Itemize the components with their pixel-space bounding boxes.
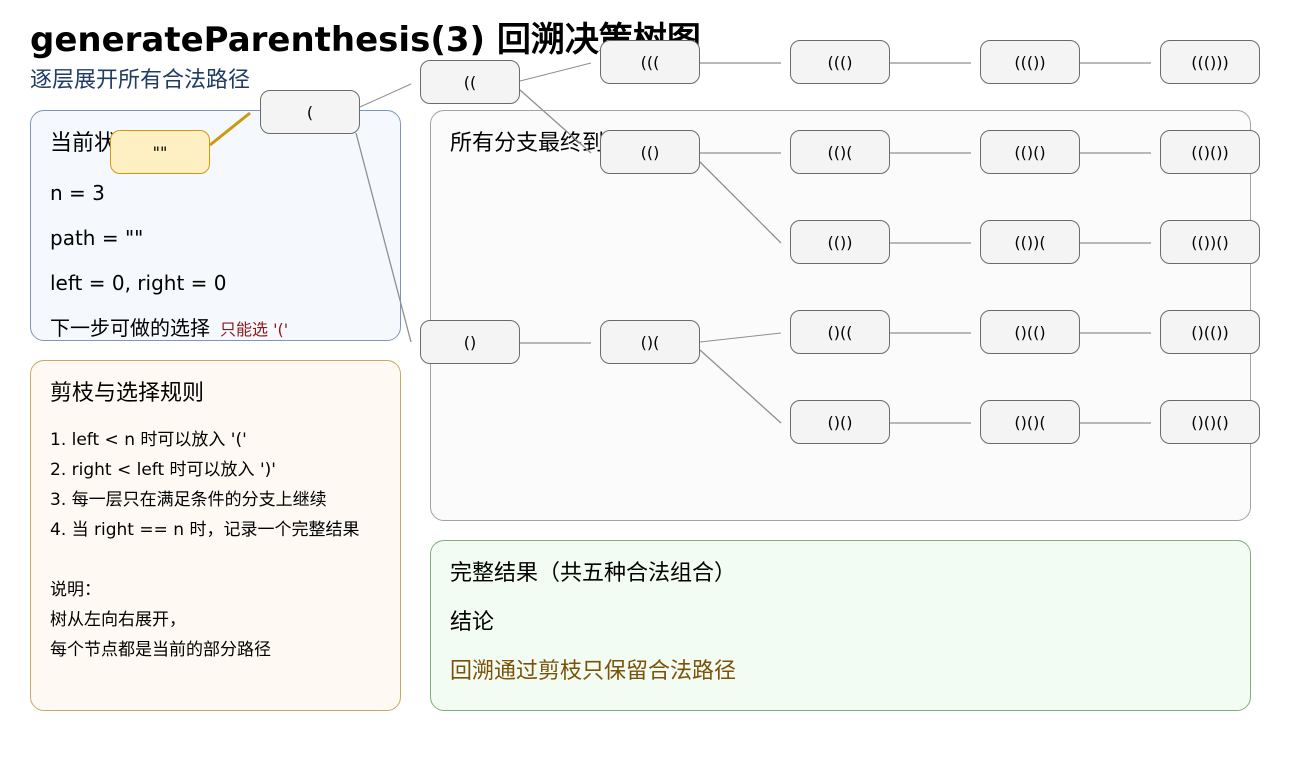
tree-node: (()( (790, 130, 890, 174)
state-choice-label: 下一步可做的选择 (50, 316, 210, 340)
result-panel (430, 540, 1251, 711)
rule-item: 1. left < n 时可以放入 '(' (50, 430, 247, 450)
tree-edge (699, 161, 782, 244)
tree-node: (( (420, 60, 520, 104)
tree-node-leaf: ((())) (1160, 40, 1260, 84)
tree-node: () (420, 320, 520, 364)
tree-node: ()(( (790, 310, 890, 354)
state-choice-note: 只能选 '(' (220, 320, 289, 339)
rules-note: 树从左向右展开， (50, 610, 186, 630)
tree-node-leaf: (()()) (1160, 130, 1260, 174)
tree-node: (()() (980, 130, 1080, 174)
tree-node-root: "" (110, 130, 210, 174)
tree-node: ( (260, 90, 360, 134)
state-counts: left = 0, right = 0 (50, 271, 227, 295)
page-subtitle: 逐层展开所有合法路径 (30, 68, 251, 93)
tree-node: ()(() (980, 310, 1080, 354)
result-conclusion-label: 结论 (450, 610, 495, 635)
tree-node: ()() (790, 400, 890, 444)
tree-node: ((()) (980, 40, 1080, 84)
tree-node: ()()( (980, 400, 1080, 444)
result-conclusion-text: 回溯通过剪枝只保留合法路径 (450, 659, 737, 684)
tree-node: ((() (790, 40, 890, 84)
tree-node: (())( (980, 220, 1080, 264)
tree-node: ((( (600, 40, 700, 84)
rules-panel (30, 360, 401, 711)
rules-note: 每个节点都是当前的部分路径 (50, 640, 271, 660)
tree-edge (699, 332, 782, 343)
tree-node-leaf: ()(()) (1160, 310, 1260, 354)
tree-edge (699, 349, 782, 424)
tree-node: (()) (790, 220, 890, 264)
state-n: n = 3 (50, 181, 105, 205)
state-panel (30, 110, 401, 341)
rule-item: 2. right < left 时可以放入 ')' (50, 460, 276, 480)
tree-edge (355, 132, 412, 343)
state-path: path = "" (50, 226, 144, 250)
tree-edge-active (209, 111, 251, 147)
page-title: generateParenthesis(3) 回溯决策树图 (30, 20, 701, 60)
rules-notes-title: 说明： (50, 580, 101, 600)
tree-node: (() (600, 130, 700, 174)
tree-edge (519, 89, 592, 154)
tree-node-leaf: ()()() (1160, 400, 1260, 444)
tree-edge (519, 62, 592, 82)
tree-node: ()( (600, 320, 700, 364)
tree-node-leaf: (())() (1160, 220, 1260, 264)
tree-edge (359, 83, 412, 108)
rule-item: 4. 当 right == n 时，记录一个完整结果 (50, 520, 360, 540)
result-panel-title: 完整结果（共五种合法组合） (450, 561, 737, 586)
rule-item: 3. 每一层只在满足条件的分支上继续 (50, 490, 327, 510)
rules-panel-title: 剪枝与选择规则 (50, 381, 205, 406)
